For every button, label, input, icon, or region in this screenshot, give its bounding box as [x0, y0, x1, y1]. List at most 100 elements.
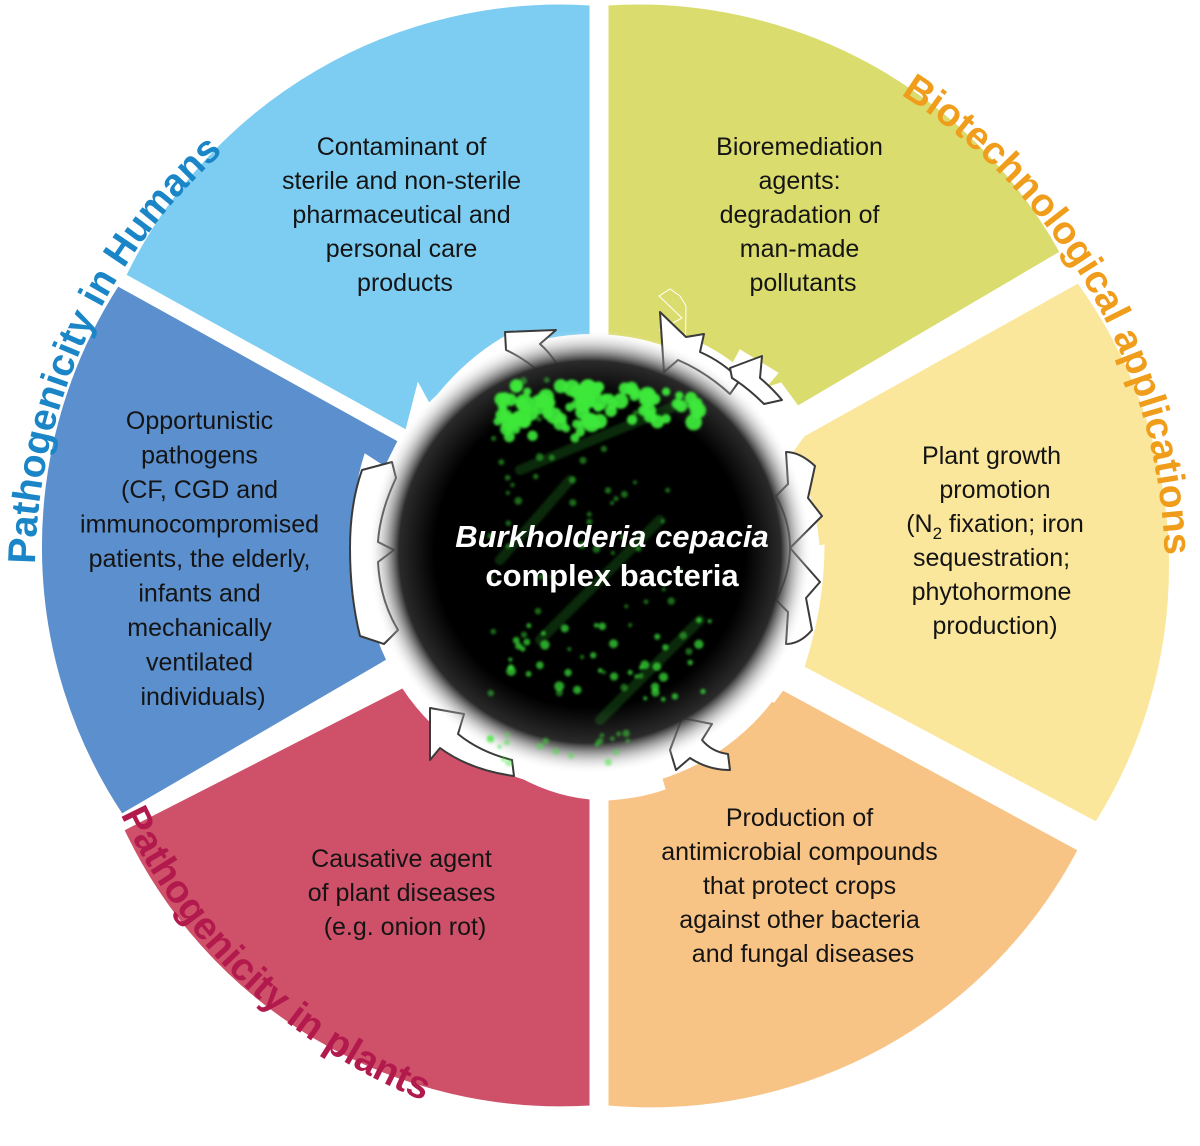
bacterium-dot — [523, 387, 532, 396]
bacterium-dot — [504, 393, 517, 407]
bacterium-dot — [613, 495, 619, 502]
bioremediation-line: degradation of — [720, 201, 880, 229]
contaminant-line: products — [357, 269, 453, 297]
antimicrobial-line: Production of — [726, 804, 873, 832]
bacterium-dot — [643, 696, 648, 701]
bacterium-dot — [499, 409, 513, 422]
bacterium-dot — [604, 487, 612, 494]
bacterium-dot — [693, 406, 703, 417]
contaminant-line: sterile and non-sterile — [282, 167, 521, 195]
bacterium-dot — [513, 380, 521, 388]
opportunistic-line: mechanically — [127, 614, 272, 642]
bacterium-dot — [643, 599, 649, 605]
bacterium-dot — [654, 633, 661, 640]
bacterium-dot — [573, 685, 582, 695]
bacterium-dot — [516, 424, 522, 430]
bacterium-dot — [619, 535, 625, 540]
plant-growth-line: phytohormone — [912, 578, 1072, 606]
bacterium-dot — [579, 654, 585, 660]
bacterium-dot — [598, 622, 607, 631]
plant-diseases-line: of plant diseases — [308, 879, 496, 907]
bacterium-dot — [501, 756, 506, 762]
plant-growth-line: sequestration; — [913, 544, 1070, 572]
bacterium-dot — [543, 377, 550, 383]
plant-growth-line3-sub: 2 — [933, 524, 942, 543]
bacterium-dot — [638, 398, 645, 405]
bacterium-strand — [535, 515, 665, 645]
bacterium-dot — [523, 638, 531, 646]
bacterium-dot — [658, 672, 669, 682]
bacterium-dot — [512, 636, 520, 644]
bacterium-dot — [552, 748, 560, 755]
bacterium-dot — [560, 624, 569, 633]
bacterium-dot — [570, 433, 580, 443]
antimicrobial-text: Production of antimicrobial compounds th… — [661, 804, 944, 968]
plant-growth-line3-post: fixation; iron — [942, 510, 1084, 538]
bacterium-dot — [622, 729, 630, 737]
bacterium-dot — [491, 435, 497, 442]
bacterium-dot — [660, 696, 666, 702]
bacterium-dot — [577, 420, 586, 429]
bioremediation-line: agents: — [759, 167, 841, 195]
bacterium-dot — [498, 459, 505, 466]
bacterium-dot — [503, 431, 515, 443]
bacterium-dot — [571, 399, 581, 409]
bacterium-dot — [597, 668, 603, 674]
bacterium-dot — [503, 739, 510, 746]
contaminant-line: personal care — [326, 235, 477, 263]
bacterium-dot — [609, 639, 618, 649]
bacterium-dot — [508, 657, 513, 662]
opportunistic-line: ventilated — [146, 649, 253, 677]
bacterium-dot — [514, 497, 523, 505]
bacterium-dot — [536, 393, 542, 400]
bacterium-dot — [579, 456, 587, 464]
bacterium-dot — [562, 424, 571, 433]
opportunistic-line: infants and — [138, 580, 260, 608]
bacterium-dot — [620, 490, 628, 498]
center-subtitle: complex bacteria — [485, 558, 739, 593]
bacterium-dot — [549, 574, 555, 580]
bacterium-dot — [671, 693, 679, 700]
plant-growth-line: production) — [932, 612, 1057, 640]
bacterium-dot — [521, 397, 528, 405]
plant-diseases-text: Causative agent of plant diseases (e.g. … — [308, 845, 503, 941]
bacterium-dot — [609, 672, 619, 681]
plant-growth-line: Plant growth — [922, 442, 1061, 470]
bacterium-dot — [527, 430, 538, 442]
contaminant-text: Contaminant of sterile and non-sterile p… — [282, 133, 528, 297]
bacteria-glow — [486, 377, 712, 767]
bacterium-dot — [618, 382, 631, 395]
bioremediation-line: man-made — [740, 235, 860, 263]
bacterium-strand — [595, 615, 705, 725]
segment-plant-growth — [785, 282, 1170, 823]
bacterium-dot — [497, 744, 502, 749]
bacterium-dot — [536, 742, 544, 750]
bacterium-dot — [542, 737, 549, 745]
antimicrobial-line: against other bacteria — [679, 906, 920, 934]
bacterium-dot — [651, 688, 660, 697]
bacterium-dot — [578, 541, 586, 550]
plant-growth-line3-pre: (N — [906, 510, 932, 538]
bacterium-dot — [534, 607, 542, 615]
bacterium-dot — [586, 511, 592, 517]
contaminant-line: pharmaceutical and — [292, 201, 510, 229]
bacterium-dot — [510, 482, 515, 488]
bacterium-dot — [594, 741, 600, 747]
bacterium-dot — [605, 405, 617, 418]
bacterium-dot — [625, 738, 630, 743]
bacterium-dot — [487, 689, 494, 697]
plant-growth-line: promotion — [939, 476, 1050, 504]
bacterium-dot — [536, 416, 542, 422]
bacterium-dot — [638, 665, 644, 670]
antimicrobial-line: that protect crops — [703, 872, 896, 900]
bacterium-dot — [600, 445, 608, 453]
bacterium-dot — [486, 735, 495, 743]
bacterium-dot — [628, 622, 633, 628]
opportunistic-line: immunocompromised — [80, 511, 319, 539]
bacterium-dot — [490, 628, 497, 635]
bacterium-dot — [632, 410, 639, 416]
bacterium-dot — [700, 688, 706, 695]
arrow-notch — [729, 355, 783, 405]
bioremediation-line: pollutants — [749, 269, 856, 297]
bacterium-dot — [612, 393, 629, 409]
